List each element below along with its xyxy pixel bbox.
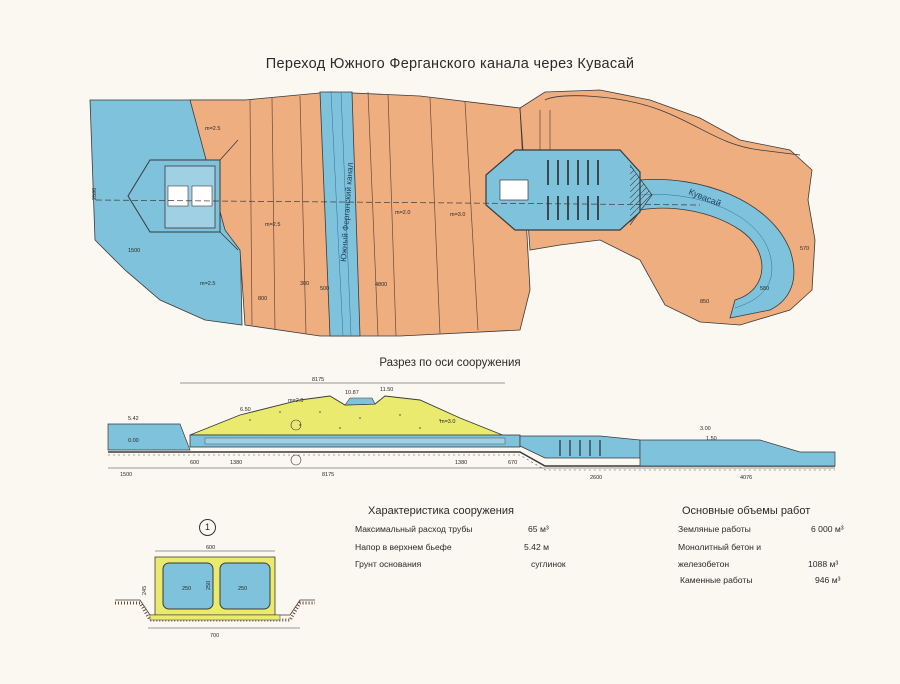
svg-text:600: 600 [190, 460, 199, 466]
char-row-label: Грунт основания [355, 559, 422, 569]
embankment-stripes [249, 91, 479, 337]
svg-text:2590: 2590 [92, 188, 98, 200]
svg-text:570: 570 [800, 246, 809, 252]
svg-text:m=2.0: m=2.0 [288, 398, 303, 404]
svg-text:250: 250 [182, 586, 191, 592]
svg-text:670: 670 [508, 460, 517, 466]
svg-text:300: 300 [300, 281, 309, 287]
section-dimensions-top: 8175 10.87 11.50 6.50 5.42 3.00 0.00 1.5… [128, 377, 717, 444]
outlet-structure [485, 149, 653, 231]
svg-text:580: 580 [760, 286, 769, 292]
svg-text:m=2.0: m=2.0 [395, 210, 410, 216]
svg-text:600: 600 [206, 545, 215, 551]
svg-text:1380: 1380 [230, 460, 242, 466]
plate-title: Переход Южного Ферганского канала через … [265, 56, 635, 72]
svg-text:4800: 4800 [375, 282, 387, 288]
characteristics-title: Характеристика сооружения [368, 505, 514, 517]
char-row-label: Напор в верхнем бьефе [355, 542, 452, 552]
svg-text:3.00: 3.00 [700, 426, 711, 432]
svg-text:m=2.5: m=2.5 [205, 126, 220, 132]
svg-text:1500: 1500 [128, 248, 140, 254]
svg-text:1500: 1500 [120, 472, 132, 478]
svg-text:m=2.5: m=2.5 [265, 222, 280, 228]
svg-text:500: 500 [320, 286, 329, 292]
char-row-label: Максимальный расход трубы [355, 524, 473, 534]
svg-text:245: 245 [142, 586, 148, 595]
volumes-title: Основные объемы работ [682, 505, 811, 517]
plan-slopes: m=2.5 m=2.5 m=2.0 m=3.0 m=2.5 [200, 126, 465, 287]
svg-text:5.42: 5.42 [128, 416, 139, 422]
section-slopes: m=2.0 m=3.0 [288, 398, 455, 425]
char-row-value: суглинок [531, 559, 566, 569]
svg-text:0.00: 0.00 [128, 438, 139, 444]
svg-text:250: 250 [206, 581, 212, 590]
svg-text:4076: 4076 [740, 475, 752, 481]
vol-row-label: Земляные работы [678, 524, 751, 534]
structure-axis [95, 199, 701, 206]
svg-text:8175: 8175 [322, 472, 334, 478]
svg-text:m=3.0: m=3.0 [440, 419, 455, 425]
canal-water [319, 91, 361, 337]
vol-row-label: железобетон [678, 559, 730, 569]
vol-row-label: Монолитный бетон и [678, 542, 762, 552]
svg-text:700: 700 [210, 633, 219, 639]
access-road [544, 95, 801, 156]
svg-text:m=2.5: m=2.5 [200, 281, 215, 287]
plan-dimensions: 2590 1500 800 500 4800 300 850 570 580 [92, 188, 809, 305]
char-row-value: 5.42 м [524, 542, 550, 552]
svg-text:2600: 2600 [590, 475, 602, 481]
section-dimensions-bottom: 1500 600 1380 8175 1380 670 2600 4076 [120, 460, 752, 481]
svg-text:1.50: 1.50 [706, 436, 717, 442]
vol-row-value: 946 м³ [815, 575, 841, 585]
svg-text:1380: 1380 [455, 460, 467, 466]
svg-text:m=3.0: m=3.0 [450, 212, 465, 218]
svg-text:8175: 8175 [312, 377, 324, 383]
svg-text:11.50: 11.50 [380, 387, 393, 393]
vol-row-label: Каменные работы [680, 575, 753, 585]
svg-text:850: 850 [700, 299, 709, 305]
char-row-value: 65 м³ [528, 524, 549, 534]
section-title: Разрез по оси сооружения [379, 357, 521, 369]
svg-text:6.50: 6.50 [240, 407, 251, 413]
svg-text:800: 800 [258, 296, 267, 302]
vol-row-value: 1088 м³ [808, 559, 839, 569]
river-water [639, 178, 795, 319]
vol-row-value: 6 000 м³ [811, 524, 844, 534]
downstream-channel [639, 439, 836, 467]
svg-text:10.87: 10.87 [345, 390, 359, 396]
detail-marker: 1 [199, 519, 216, 536]
svg-text:250: 250 [238, 586, 247, 592]
